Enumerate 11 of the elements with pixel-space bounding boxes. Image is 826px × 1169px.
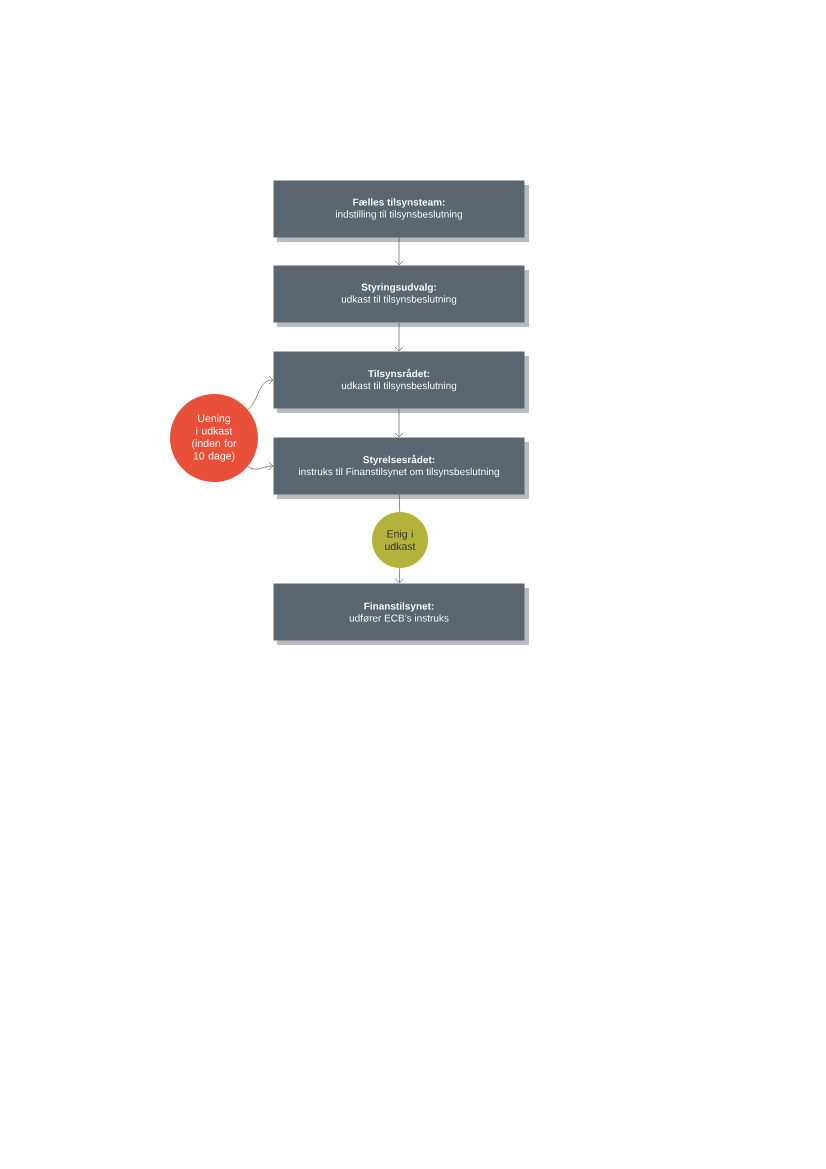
- process-box: Tilsynsrådet: udkast til tilsynsbeslutning: [273, 351, 525, 409]
- process-box: Fælles tilsynsteam: indstilling til tilsynsbeslutning: [273, 180, 525, 238]
- arrow: [247, 461, 274, 471]
- arrow: [394, 408, 404, 438]
- process-box: Styrelsesrådet: instruks til Finanstilsynet om tilsynsbeslutning: [273, 437, 525, 495]
- process-box: Finanstilsynet: udfører ECB’s instruks: [273, 583, 525, 641]
- arrow: [247, 375, 274, 410]
- process-box: Styringsudvalg: udkast til tilsynsbeslutning: [273, 265, 525, 323]
- arrow: [394, 237, 404, 266]
- arrow: [394, 322, 404, 352]
- arrow: [395, 567, 404, 584]
